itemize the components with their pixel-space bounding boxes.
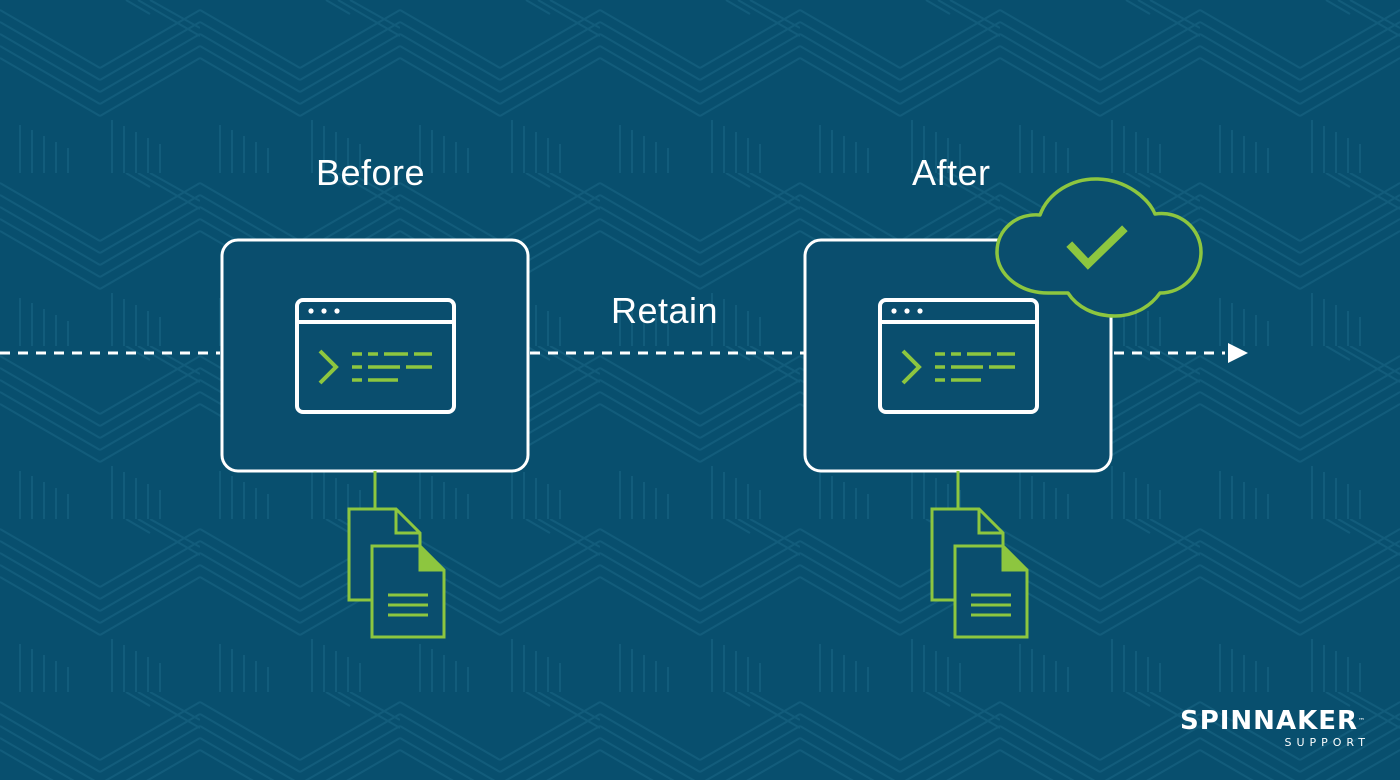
logo-trademark: ™ xyxy=(1358,717,1366,725)
after-label: After xyxy=(912,152,991,193)
before-label: Before xyxy=(316,152,426,193)
logo-name-text: SPINNAKER xyxy=(1179,706,1358,736)
terminal-window-icon xyxy=(878,298,1039,414)
documents-icon xyxy=(347,507,446,639)
terminal-window-icon xyxy=(295,298,456,414)
cloud-check-icon xyxy=(995,177,1203,318)
arrowhead-icon xyxy=(1228,343,1248,363)
documents-icon xyxy=(930,507,1029,639)
logo-wordmark: SPINNAKER™ xyxy=(1150,706,1366,736)
before-box xyxy=(220,238,530,473)
spinnaker-logo: SPINNAKER™ SUPPORT xyxy=(1150,706,1366,749)
logo-tagline: SUPPORT xyxy=(1284,736,1370,749)
retain-label: Retain xyxy=(611,290,719,331)
